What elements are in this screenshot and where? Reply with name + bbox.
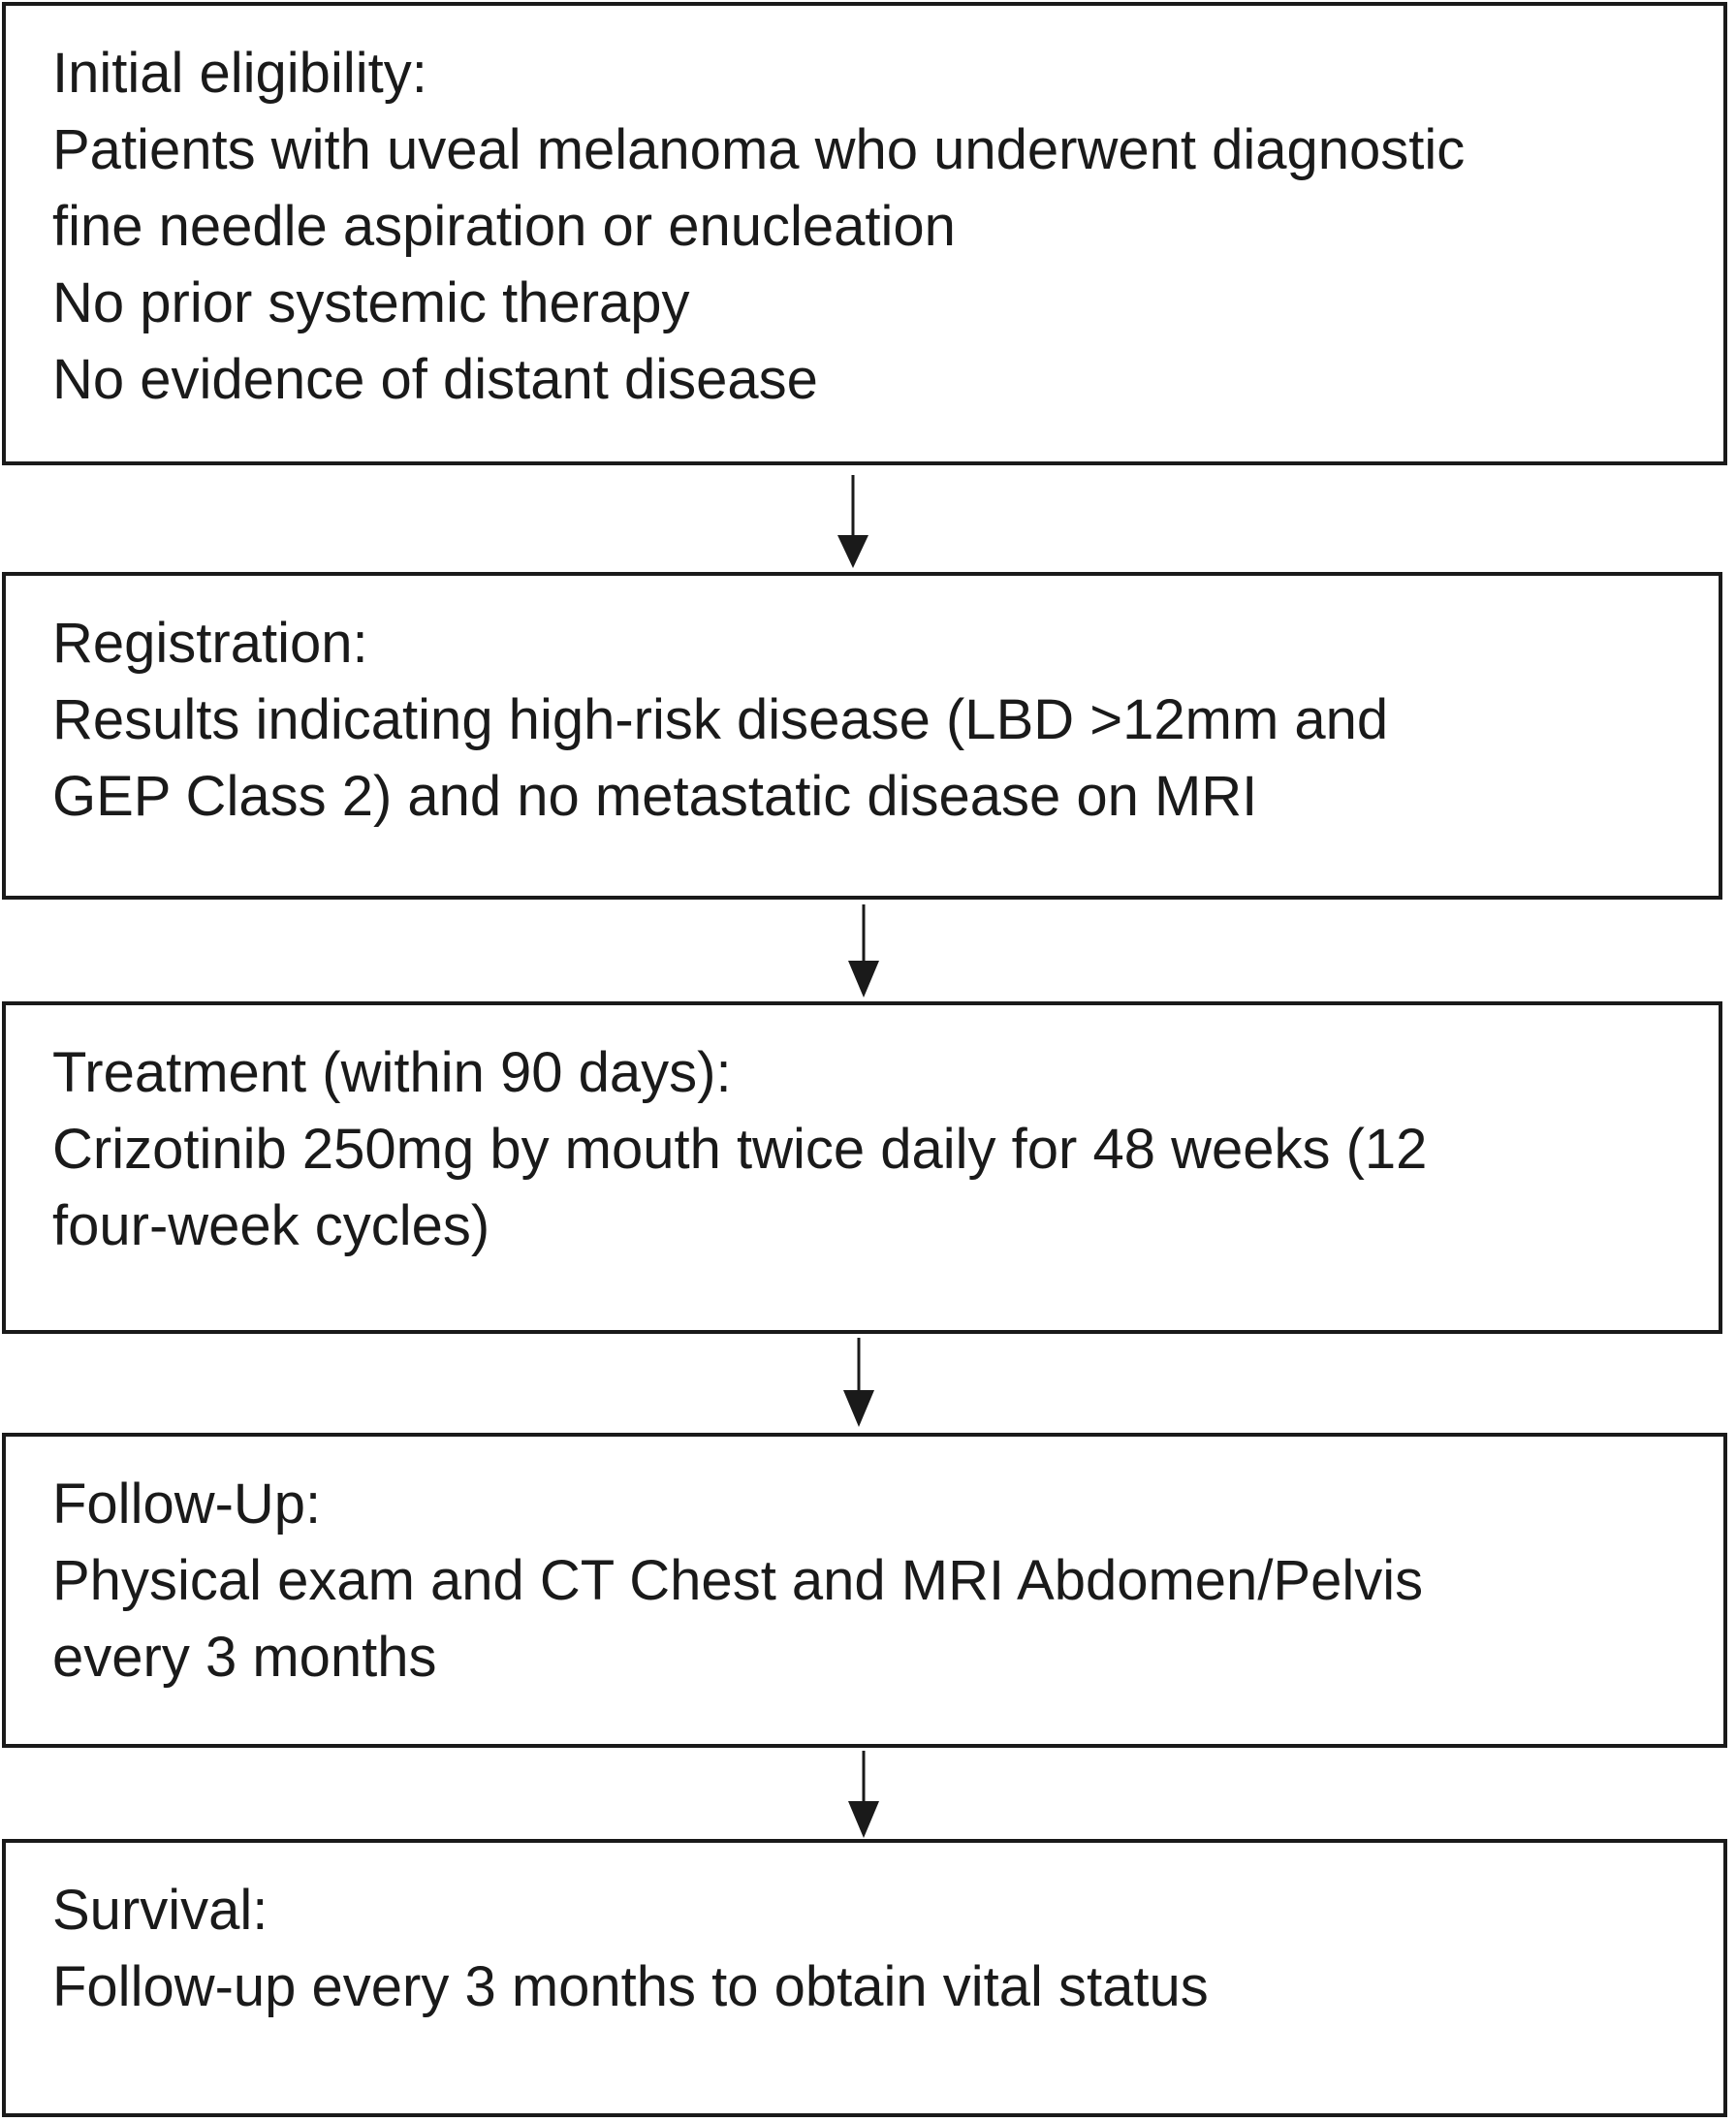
box-text-line: Follow-up every 3 months to obtain vital…: [52, 1955, 1209, 2018]
box-text-line: fine needle aspiration or enucleation: [52, 195, 956, 258]
down-arrow-icon: [834, 475, 872, 572]
box-text-line: GEP Class 2) and no metastatic disease o…: [52, 765, 1258, 828]
box-heading: Follow-Up:: [52, 1473, 322, 1536]
box-heading: Registration:: [52, 612, 368, 675]
box-heading: Survival:: [52, 1879, 268, 1942]
down-arrow-icon: [844, 904, 883, 1001]
flow-box-registration: Registration: Results indicating high-ri…: [2, 572, 1722, 900]
box-text-line: Crizotinib 250mg by mouth twice daily fo…: [52, 1118, 1428, 1181]
box-heading: Treatment (within 90 days):: [52, 1041, 732, 1104]
down-arrow-icon: [839, 1338, 878, 1431]
box-text-line: four-week cycles): [52, 1194, 490, 1257]
box-text-line: Results indicating high-risk disease (LB…: [52, 688, 1389, 751]
box-text-line: every 3 months: [52, 1626, 437, 1689]
flow-box-treatment: Treatment (within 90 days): Crizotinib 2…: [2, 1001, 1722, 1334]
box-heading: Initial eligibility:: [52, 42, 427, 105]
box-text-line: Physical exam and CT Chest and MRI Abdom…: [52, 1549, 1424, 1612]
flow-box-survival: Survival: Follow-up every 3 months to ob…: [2, 1839, 1727, 2117]
flow-box-follow-up: Follow-Up: Physical exam and CT Chest an…: [2, 1433, 1727, 1748]
box-text-line: No prior systemic therapy: [52, 271, 690, 334]
box-text-line: No evidence of distant disease: [52, 348, 818, 411]
box-text-line: Patients with uveal melanoma who underwe…: [52, 118, 1466, 181]
flow-box-initial-eligibility: Initial eligibility: Patients with uveal…: [2, 2, 1727, 465]
down-arrow-icon: [844, 1751, 883, 1844]
